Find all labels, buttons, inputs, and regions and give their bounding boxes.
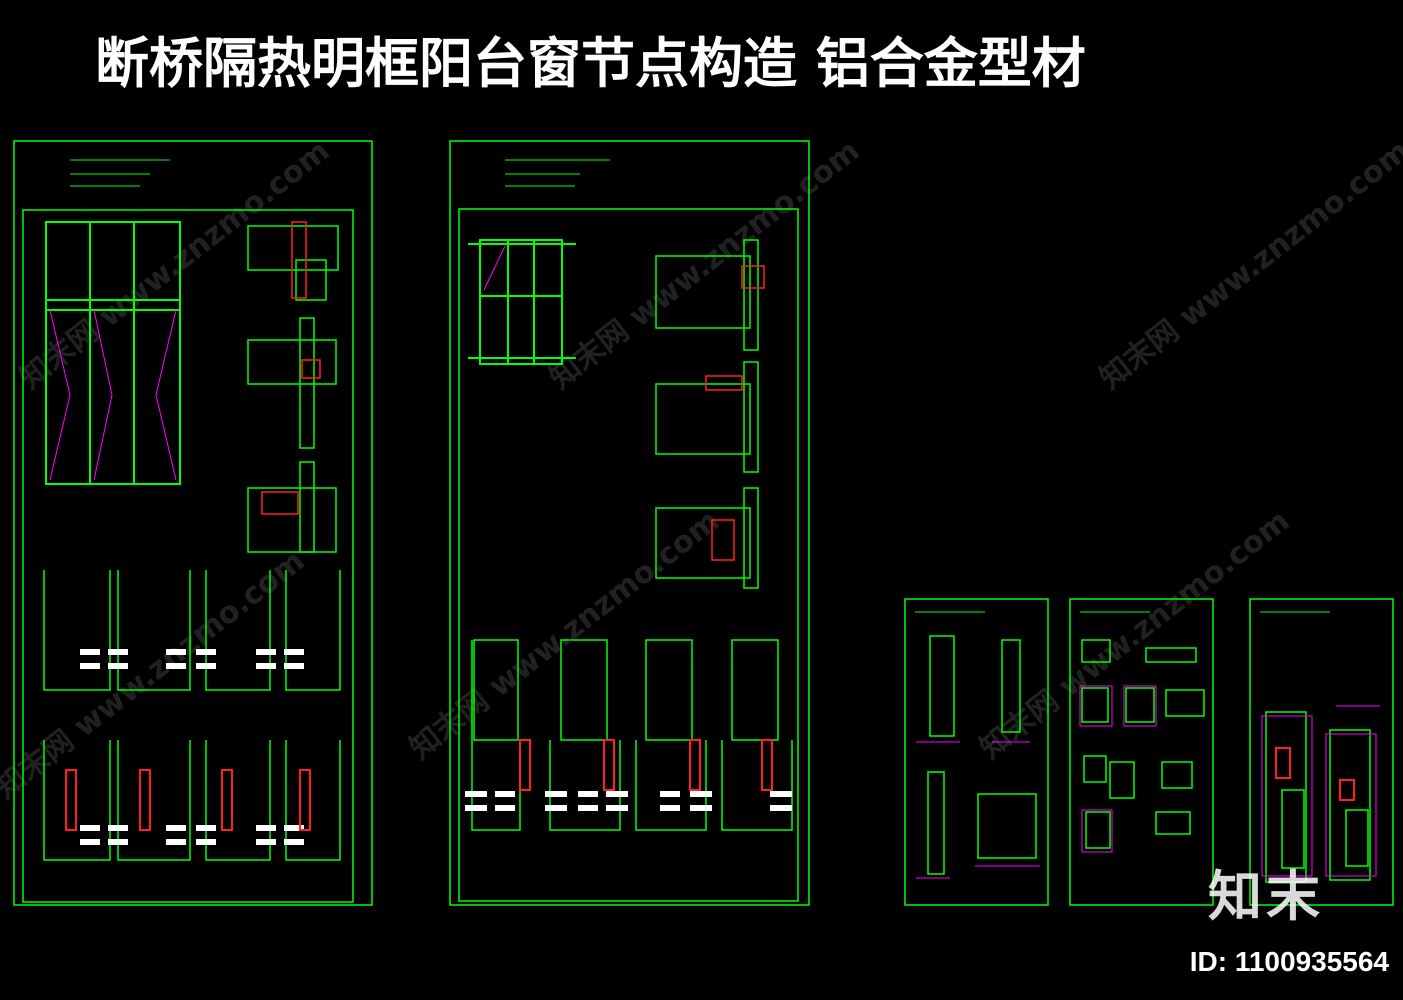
sheet-outer-border (1069, 598, 1214, 906)
brand-logo-text: 知末 (1208, 865, 1324, 928)
watermark-text: 知末网 www.znzmo.com (0, 543, 311, 806)
watermark-layer: 知末网 www.znzmo.com 知末网 www.znzmo.com 知末网 … (0, 133, 1403, 806)
sheet-1 (13, 140, 373, 906)
profile-details-horizontal-row-2 (43, 740, 341, 861)
watermark-text: 知末网 www.znzmo.com (403, 503, 726, 766)
watermark-text: 知末网 www.znzmo.com (973, 503, 1296, 766)
sheet-outer-border (13, 140, 373, 906)
sheet-heading-lines (505, 159, 610, 187)
sheet-3 (904, 598, 1049, 906)
watermark-text: 知末网 www.znzmo.com (543, 133, 866, 396)
window-elevation (468, 239, 576, 365)
watermark-text: 知末网 www.znzmo.com (13, 133, 336, 396)
sheet-outer-border (904, 598, 1049, 906)
sheet-inner-border (458, 208, 799, 902)
profile-details-vertical (247, 221, 339, 553)
sheet-2 (449, 140, 810, 906)
resource-id-label: ID: 1100935564 (1189, 946, 1389, 977)
profile-details-horizontal-row-1 (43, 570, 341, 691)
sheet-outer-border (1249, 598, 1394, 906)
profile-details-horizontal (465, 639, 793, 831)
watermark-text: 知末网 www.znzmo.com (1093, 133, 1403, 396)
sheet-heading-lines (70, 159, 170, 187)
page-title: 断桥隔热明框阳台窗节点构造 铝合金型材 (95, 32, 1086, 95)
profile-details-vertical (655, 239, 765, 589)
window-elevation (45, 221, 181, 485)
sheet-5 (1249, 598, 1394, 906)
sheet-inner-border (22, 209, 354, 903)
sheet-outer-border (449, 140, 810, 906)
sheet-4 (1069, 598, 1214, 906)
